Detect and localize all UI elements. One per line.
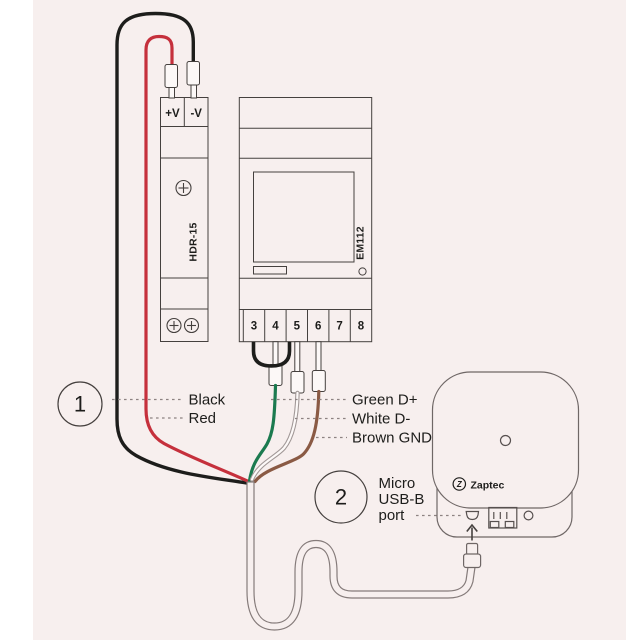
terminal-8: 8: [358, 321, 365, 333]
minus-v-connector-stem: [190, 84, 197, 99]
label-brown-gnd: Brown GND: [352, 430, 432, 447]
ethernet-port: [488, 506, 518, 529]
em112-button: [253, 266, 287, 275]
em112-energy-meter: EM112 3 4 5 6 7 8: [238, 97, 373, 343]
zaptec-logo: Z Zaptec: [452, 477, 505, 492]
reset-hole: [523, 510, 534, 521]
usb-cable: [246, 481, 476, 631]
label-black: Black: [189, 392, 226, 409]
em112-model-label: EM112: [355, 226, 367, 260]
callout-1: 1: [57, 381, 103, 427]
micro-usb-label: Micro USB-B port: [379, 475, 425, 524]
em112-display: [253, 171, 355, 263]
wire-red: [144, 34, 251, 484]
hdr15-terminal-plus-v: +V: [165, 108, 180, 120]
cable-core: [247, 482, 475, 630]
micro-usb-label-line1: Micro: [379, 475, 416, 492]
zaptec-device: Z Zaptec: [431, 371, 580, 538]
terminal-7: 7: [336, 321, 342, 333]
callout-2-number: 2: [335, 485, 347, 510]
micro-usb-port: [465, 510, 480, 521]
label-red: Red: [189, 410, 217, 427]
device-center-dot: [499, 434, 512, 447]
wire-black: [115, 11, 249, 485]
wire-white-core: [250, 391, 299, 481]
zaptec-brand-label: Zaptec: [471, 480, 505, 492]
terminal-6: 6: [315, 321, 321, 333]
terminal-4: 4: [272, 321, 279, 333]
terminal-3: 3: [251, 321, 257, 333]
hdr15-terminal-minus-v: -V: [190, 108, 202, 120]
terminal5-connector: [290, 371, 305, 394]
screw-icon: [175, 179, 192, 197]
arrow-up-icon: [466, 523, 478, 541]
hdr15-body: [160, 97, 209, 342]
plus-v-connector: [164, 64, 178, 88]
callout-2-circle: [314, 470, 368, 524]
micro-usb-label-line3: port: [379, 507, 406, 524]
terminal-5: 5: [294, 321, 301, 333]
terminal4-connector-stem: [272, 341, 279, 367]
em112-body: [238, 97, 373, 343]
label-green-d-plus: Green D+: [352, 392, 418, 409]
jumper-wire: [251, 341, 292, 368]
usb-plug-body: [463, 553, 482, 569]
hdr15-model-label: HDR-15: [188, 222, 200, 261]
screw-icon: [166, 317, 182, 334]
terminal5-connector-stem: [294, 341, 301, 374]
usb-plug-tip: [466, 542, 479, 556]
plus-v-connector-stem: [168, 86, 175, 99]
zaptec-logo-icon: [452, 477, 467, 491]
minus-v-connector: [186, 61, 200, 86]
callout-2: 2: [314, 470, 368, 524]
wire-brown: [253, 389, 321, 484]
terminal6-connector-stem: [315, 341, 322, 373]
screw-icon: [183, 317, 200, 334]
usb-plug: [463, 542, 482, 569]
label-white-d-minus: White D-: [352, 411, 410, 428]
zaptec-logo-letter: Z: [456, 480, 463, 489]
micro-usb-label-line2: USB-B: [379, 491, 425, 508]
callout-1-circle: [57, 381, 103, 427]
callout-1-number: 1: [74, 392, 86, 417]
terminal6-connector: [311, 370, 326, 392]
em112-led: [358, 267, 367, 276]
wire-green: [247, 383, 278, 483]
hdr15-power-supply: +V -V HDR-15: [160, 61, 209, 342]
